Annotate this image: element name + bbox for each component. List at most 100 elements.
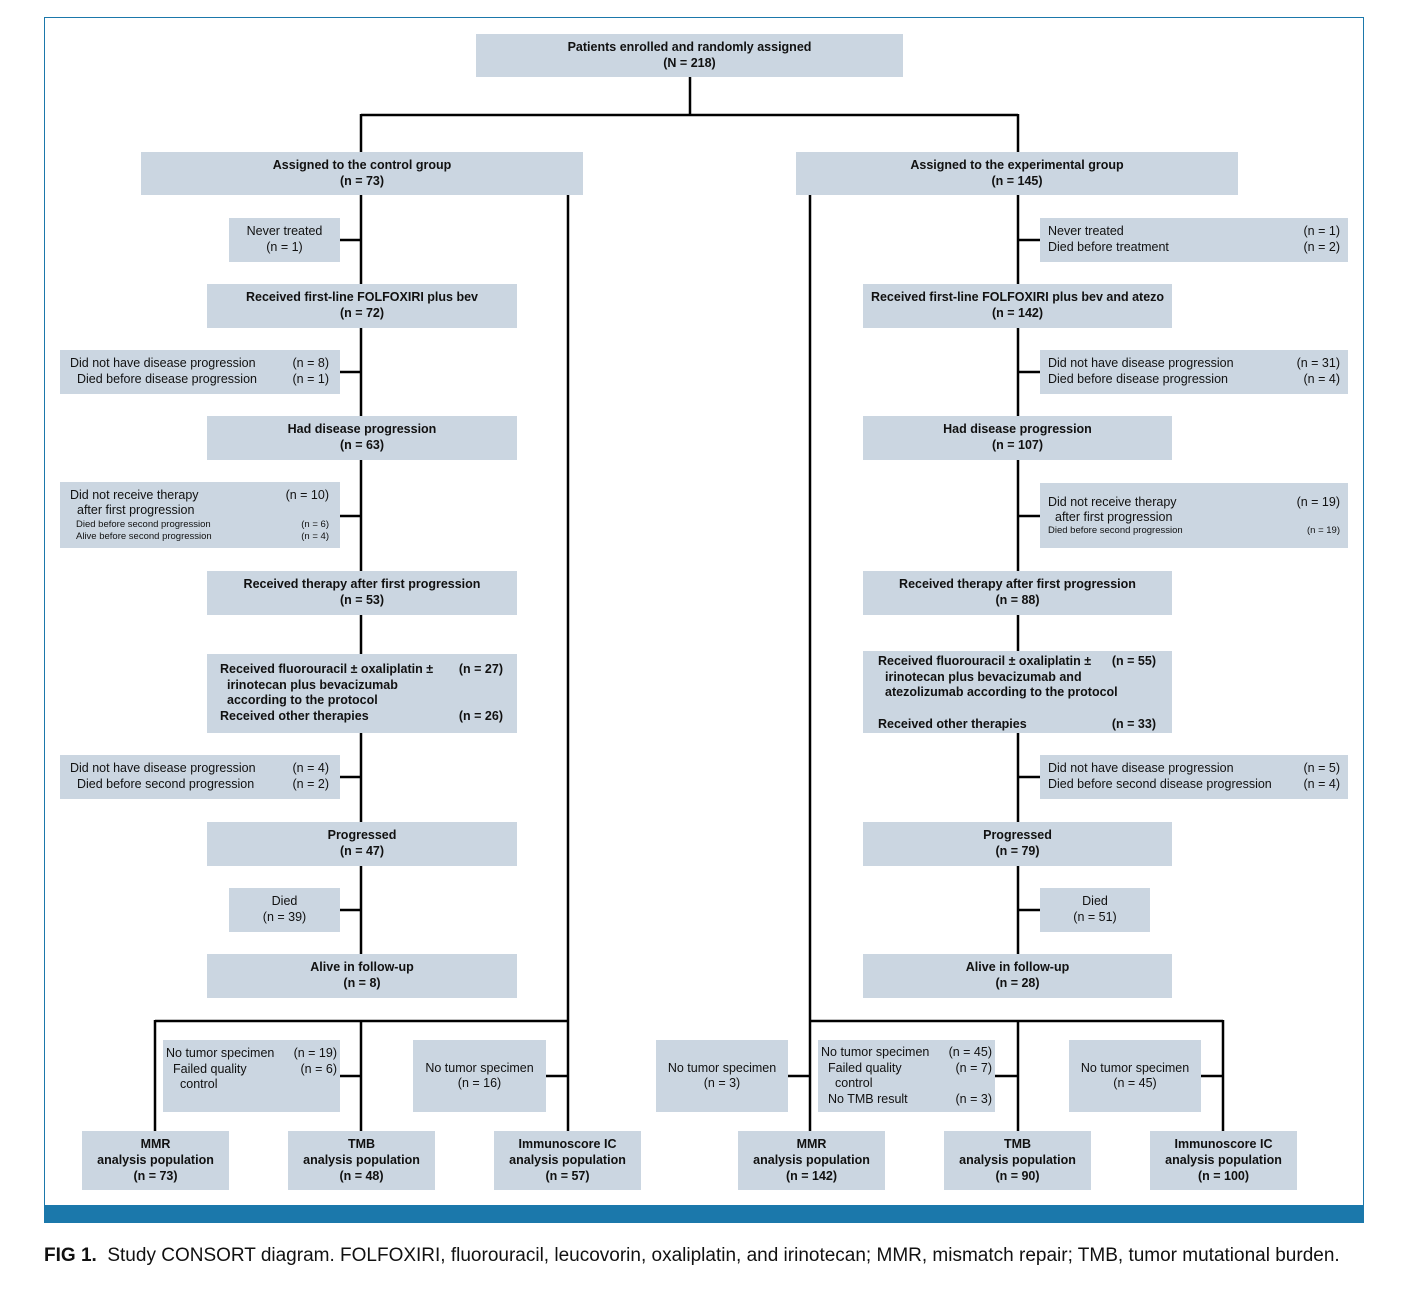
experimental-never-treated-label-2: Died before treatment bbox=[1048, 240, 1169, 254]
control-no-second-n-2: (n = 2) bbox=[292, 777, 329, 791]
control-progressed-n: (n = 47) bbox=[339, 844, 385, 858]
control-no-therapy-label-1: Did not receive therapy bbox=[70, 488, 199, 502]
experimental-tmb-title: TMB bbox=[1003, 1137, 1032, 1151]
figure-caption: FIG 1. Study CONSORT diagram. FOLFOXIRI,… bbox=[44, 1240, 1374, 1271]
experimental-regimens-n-1: (n = 55) bbox=[1111, 654, 1156, 668]
control-exclusion-ic-box: No tumor specimen (n = 16) bbox=[413, 1040, 546, 1112]
control-no-second-label-1: Did not have disease progression bbox=[70, 761, 256, 775]
control-no-progression-label-2: Died before disease progression bbox=[77, 372, 257, 386]
control-excl-label-1: No tumor specimen bbox=[166, 1046, 275, 1060]
control-ic-n: (n = 57) bbox=[545, 1169, 590, 1183]
experimental-progressed-title: Progressed bbox=[983, 828, 1052, 842]
control-ic-title: Immunoscore IC bbox=[518, 1137, 617, 1151]
control-no-second-n-1: (n = 4) bbox=[292, 761, 329, 775]
experimental-died-box: Died (n = 51) bbox=[1040, 888, 1150, 932]
control-first-line-box: Received first-line FOLFOXIRI plus bev (… bbox=[207, 284, 517, 328]
control-regimens-label-2: Received other therapies bbox=[220, 709, 369, 723]
experimental-no-therapy-label-1b: after first progression bbox=[1055, 510, 1173, 524]
experimental-assigned-title: Assigned to the experimental group bbox=[910, 158, 1124, 172]
experimental-first-line-title: Received first-line FOLFOXIRI plus bev a… bbox=[870, 290, 1165, 304]
experimental-excl-tmb-label-3: No TMB result bbox=[828, 1092, 908, 1106]
control-no-second-box: Did not have disease progression (n = 4)… bbox=[60, 755, 340, 799]
experimental-first-line-box: Received first-line FOLFOXIRI plus bev a… bbox=[863, 284, 1172, 328]
control-alive-title: Alive in follow-up bbox=[310, 960, 414, 974]
experimental-alive-box: Alive in follow-up (n = 28) bbox=[863, 954, 1172, 998]
caption-text: Study CONSORT diagram. FOLFOXIRI, fluoro… bbox=[107, 1245, 1340, 1266]
control-tmb-n: (n = 48) bbox=[339, 1169, 384, 1183]
control-mmr-subtitle: analysis population bbox=[97, 1153, 214, 1167]
control-no-progression-label-1: Did not have disease progression bbox=[70, 356, 256, 370]
experimental-excl-ic-label: No tumor specimen bbox=[1080, 1061, 1190, 1075]
experimental-tmb-subtitle: analysis population bbox=[959, 1153, 1076, 1167]
control-regimens-label-1b: irinotecan plus bevacizumab bbox=[227, 678, 398, 692]
experimental-never-treated-label-1: Never treated bbox=[1048, 224, 1124, 238]
control-no-therapy-label-3: Alive before second progression bbox=[76, 531, 212, 542]
control-tmb-title: TMB bbox=[347, 1137, 376, 1151]
experimental-died-n: (n = 51) bbox=[1073, 910, 1117, 924]
control-no-progression-box: Did not have disease progression (n = 8)… bbox=[60, 350, 340, 394]
experimental-never-treated-n-2: (n = 2) bbox=[1303, 240, 1340, 254]
control-no-progression-n-2: (n = 1) bbox=[292, 372, 329, 386]
control-no-progression-n-1: (n = 8) bbox=[292, 356, 329, 370]
control-assigned-n: (n = 73) bbox=[339, 174, 385, 188]
experimental-mmr-n: (n = 142) bbox=[785, 1169, 838, 1183]
experimental-mmr-title: MMR bbox=[796, 1137, 827, 1151]
experimental-excl-tmb-n-1: (n = 45) bbox=[948, 1045, 992, 1059]
experimental-exclusion-mmr-box: No tumor specimen (n = 3) bbox=[656, 1040, 788, 1112]
control-excl-label-2: Failed quality bbox=[173, 1062, 247, 1076]
control-regimens-n-1: (n = 27) bbox=[458, 662, 503, 676]
experimental-no-second-label-2: Died before second disease progression bbox=[1048, 777, 1272, 791]
control-regimens-label-1: Received fluorouracil ± oxaliplatin ± bbox=[220, 662, 434, 676]
control-therapy-n: (n = 53) bbox=[339, 593, 385, 607]
control-no-therapy-n-1: (n = 10) bbox=[285, 488, 329, 502]
experimental-progressed-box: Progressed (n = 79) bbox=[863, 822, 1172, 866]
experimental-died-label: Died bbox=[1082, 894, 1108, 908]
experimental-never-treated-box: Never treated (n = 1) Died before treatm… bbox=[1040, 218, 1348, 262]
experimental-assigned-n: (n = 145) bbox=[991, 174, 1043, 188]
experimental-excl-tmb-n-3: (n = 3) bbox=[955, 1092, 992, 1106]
experimental-no-progression-label-2: Died before disease progression bbox=[1048, 372, 1228, 386]
experimental-ic-n: (n = 100) bbox=[1197, 1169, 1250, 1183]
control-therapy-title: Received therapy after first progression bbox=[243, 577, 481, 591]
experimental-no-second-n-1: (n = 5) bbox=[1303, 761, 1340, 775]
experimental-ic-subtitle: analysis population bbox=[1165, 1153, 1282, 1167]
control-alive-box: Alive in follow-up (n = 8) bbox=[207, 954, 517, 998]
experimental-tmb-population-box: TMB analysis population (n = 90) bbox=[944, 1131, 1091, 1190]
control-no-therapy-label-1b: after first progression bbox=[77, 503, 195, 517]
experimental-mmr-subtitle: analysis population bbox=[753, 1153, 870, 1167]
experimental-regimens-n-2: (n = 33) bbox=[1111, 717, 1156, 731]
experimental-alive-n: (n = 28) bbox=[995, 976, 1040, 990]
experimental-mmr-population-box: MMR analysis population (n = 142) bbox=[738, 1131, 885, 1190]
experimental-excl-mmr-label: No tumor specimen bbox=[667, 1061, 777, 1075]
experimental-regimens-label-1: Received fluorouracil ± oxaliplatin ± bbox=[878, 654, 1092, 668]
control-mmr-title: MMR bbox=[140, 1137, 171, 1151]
caption-label: FIG 1. bbox=[44, 1245, 97, 1266]
control-never-treated-n: (n = 1) bbox=[266, 240, 303, 254]
experimental-tmb-n: (n = 90) bbox=[995, 1169, 1040, 1183]
experimental-regimens-box: Received fluorouracil ± oxaliplatin ± (n… bbox=[863, 651, 1172, 733]
experimental-regimens-label-1c: atezolizumab according to the protocol bbox=[885, 685, 1118, 699]
experimental-excl-tmb-label-2b: control bbox=[835, 1076, 873, 1090]
control-excl-n-1: (n = 19) bbox=[293, 1046, 337, 1060]
control-tmb-population-box: TMB analysis population (n = 48) bbox=[288, 1131, 435, 1190]
experimental-regimens-label-2: Received other therapies bbox=[878, 717, 1027, 731]
experimental-no-progression-label-1: Did not have disease progression bbox=[1048, 356, 1234, 370]
control-therapy-box: Received therapy after first progression… bbox=[207, 571, 517, 615]
control-no-therapy-n-3: (n = 4) bbox=[301, 531, 329, 542]
experimental-no-therapy-label-2: Died before second progression bbox=[1048, 525, 1183, 536]
experimental-no-therapy-label-1: Did not receive therapy bbox=[1048, 495, 1177, 509]
experimental-alive-title: Alive in follow-up bbox=[965, 960, 1070, 974]
control-progression-n: (n = 63) bbox=[339, 438, 385, 452]
control-regimens-label-1c: according to the protocol bbox=[227, 693, 378, 707]
experimental-no-therapy-box: Did not receive therapy (n = 19) after f… bbox=[1040, 483, 1348, 548]
enrolled-n: (N = 218) bbox=[663, 56, 716, 70]
control-assigned-title: Assigned to the control group bbox=[272, 158, 452, 172]
control-no-therapy-n-2: (n = 6) bbox=[301, 519, 329, 530]
control-ic-population-box: Immunoscore IC analysis population (n = … bbox=[494, 1131, 641, 1190]
control-first-line-n: (n = 72) bbox=[339, 306, 385, 320]
experimental-progression-title: Had disease progression bbox=[943, 422, 1092, 436]
experimental-regimens-label-1b: irinotecan plus bevacizumab and bbox=[885, 670, 1082, 684]
experimental-no-second-box: Did not have disease progression (n = 5)… bbox=[1040, 755, 1348, 799]
control-regimens-box: Received fluorouracil ± oxaliplatin ± (n… bbox=[207, 654, 517, 733]
